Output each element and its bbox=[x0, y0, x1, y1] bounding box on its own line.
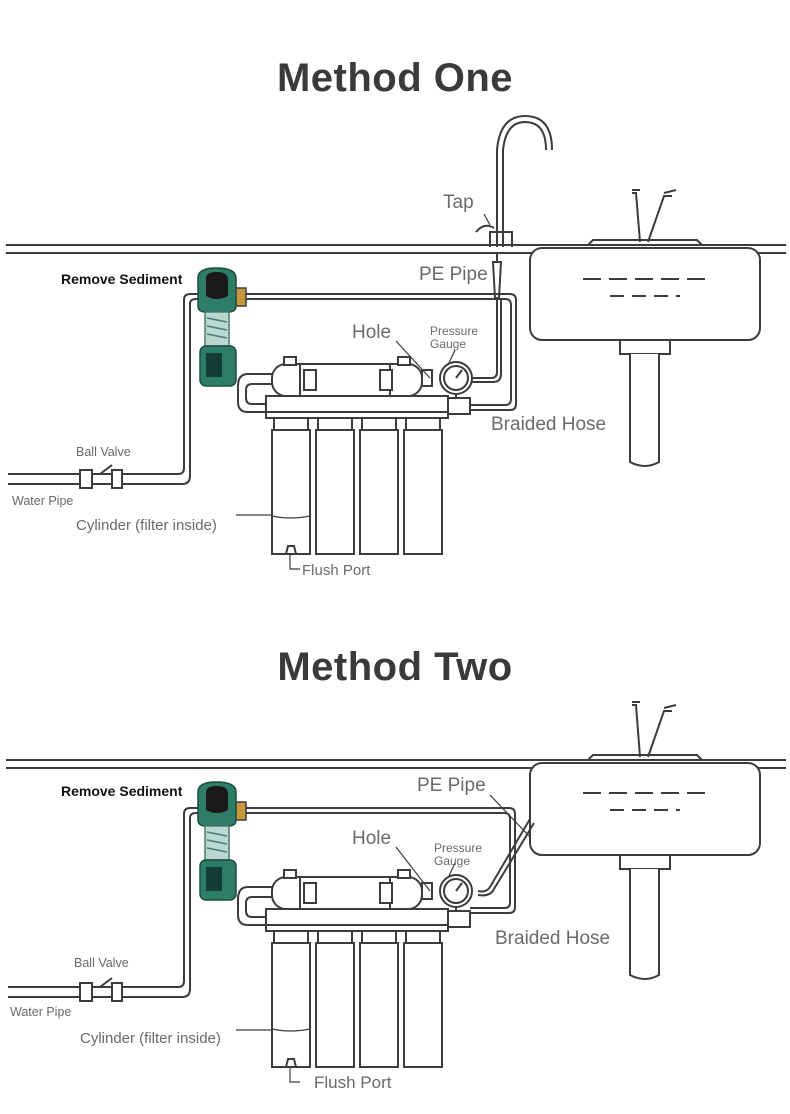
method-one-diagram bbox=[6, 114, 786, 570]
label-cylinder: Cylinder (filter inside) bbox=[76, 517, 217, 534]
filter-cylinders bbox=[271, 417, 443, 555]
label-hole-2: Hole bbox=[352, 828, 392, 849]
method-one-panel: Method One bbox=[6, 56, 786, 579]
label-pressure-gauge: Pressure Gauge bbox=[430, 324, 479, 351]
label-remove-sediment-2: Remove Sediment bbox=[61, 783, 183, 799]
label-braided-hose: Braided Hose bbox=[491, 414, 607, 435]
label-ball-valve-2: Ball Valve bbox=[74, 956, 129, 970]
label-tap: Tap bbox=[443, 192, 474, 213]
label-ball-valve: Ball Valve bbox=[76, 445, 131, 459]
label-pe-pipe-2: PE Pipe bbox=[417, 775, 486, 796]
method-two-panel: Method Two bbox=[0, 557, 790, 1114]
sediment-prefilter bbox=[197, 267, 247, 387]
label-hole: Hole bbox=[352, 322, 392, 343]
label-remove-sediment: Remove Sediment bbox=[61, 271, 183, 287]
label-flush-port-2: Flush Port bbox=[314, 1073, 392, 1092]
membrane-housing bbox=[271, 363, 423, 397]
label-water-pipe-2: Water Pipe bbox=[10, 1005, 72, 1019]
label-water-pipe: Water Pipe bbox=[12, 494, 74, 508]
tap-spout bbox=[496, 114, 553, 247]
label-pressure-gauge-2: Pressure Gauge bbox=[434, 841, 483, 868]
method-two-diagram bbox=[6, 701, 786, 1083]
label-pe-pipe: PE Pipe bbox=[419, 264, 488, 285]
method-one-title: Method One bbox=[276, 56, 514, 100]
sediment-prefilter-two bbox=[197, 781, 247, 901]
method-two-title: Method Two bbox=[277, 645, 513, 689]
sink-basin bbox=[529, 247, 761, 341]
label-braided-hose-2: Braided Hose bbox=[495, 928, 611, 949]
manifold-bar bbox=[265, 395, 449, 419]
label-cylinder-2: Cylinder (filter inside) bbox=[80, 1030, 221, 1047]
label-flush-port: Flush Port bbox=[302, 562, 371, 579]
